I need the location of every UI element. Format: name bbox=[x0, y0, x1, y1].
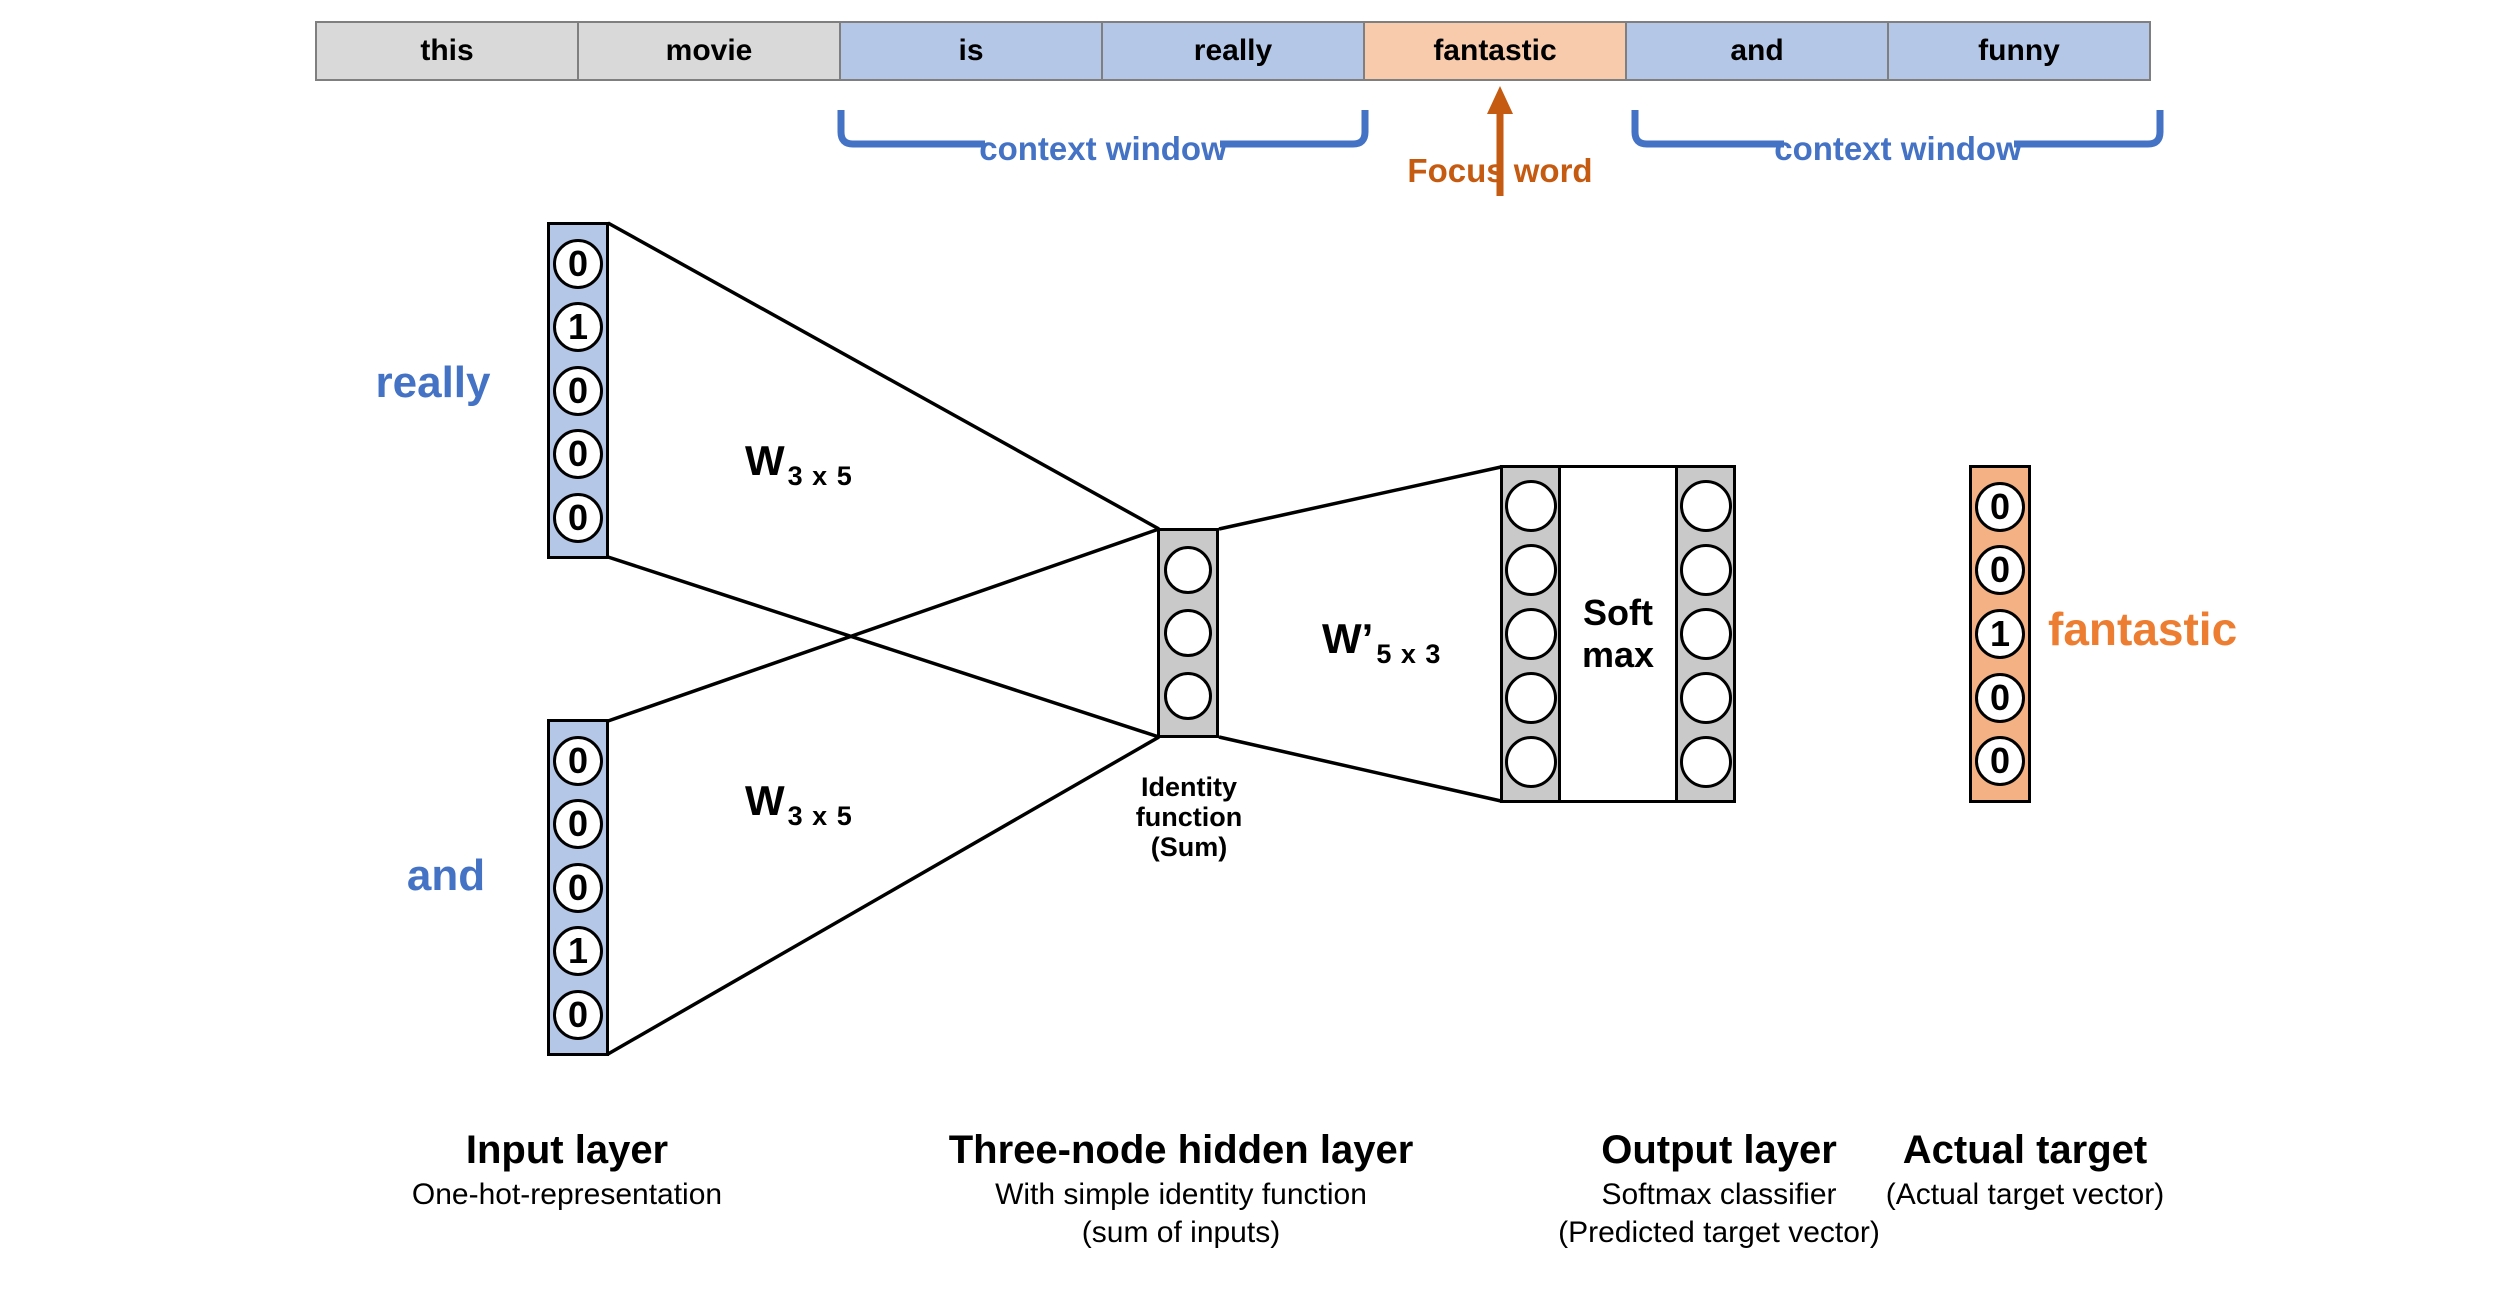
word-box-really: really bbox=[1101, 21, 1365, 81]
weight-subscript: 3 x 5 bbox=[787, 461, 853, 491]
target-cell: 1 bbox=[1975, 608, 2025, 659]
caption-title: Output layer bbox=[1601, 1128, 1837, 1172]
caption-title: Three-node hidden layer bbox=[948, 1128, 1414, 1172]
connection-line bbox=[607, 221, 1160, 531]
output-node bbox=[1504, 544, 1557, 596]
output-node bbox=[1679, 608, 1732, 660]
weight-symbol: W’ bbox=[1322, 615, 1374, 662]
word-box-movie: movie bbox=[577, 21, 841, 81]
target-word-label: fantastic bbox=[2048, 603, 2238, 655]
one-hot-cell: 0 bbox=[553, 862, 603, 913]
caption-subtitle: One-hot-representation bbox=[411, 1178, 723, 1211]
one-hot-cell: 0 bbox=[553, 429, 603, 479]
softmax-box: Soft max bbox=[1561, 468, 1675, 800]
connection-line bbox=[607, 527, 1160, 723]
input-word-label-really: really bbox=[375, 358, 491, 407]
word-box-this: this bbox=[315, 21, 579, 81]
softmax-label: Soft max bbox=[1582, 592, 1654, 676]
one-hot-cell: 0 bbox=[553, 238, 603, 289]
context-bracket-left-a bbox=[837, 110, 985, 148]
context-bracket-right-b bbox=[2014, 110, 2164, 148]
caption-input-layer: Input layer One-hot-representation bbox=[377, 1124, 757, 1214]
output-node bbox=[1679, 544, 1732, 596]
hidden-node bbox=[1164, 609, 1212, 657]
target-cell: 0 bbox=[1975, 481, 2025, 532]
input-vector-really: 0 1 0 0 0 bbox=[547, 222, 609, 559]
caption-subtitle: Softmax classifier bbox=[1601, 1178, 1837, 1211]
sentence-row: this movie is really fantastic and funny bbox=[315, 21, 2151, 81]
caption-hidden-layer: Three-node hidden layer With simple iden… bbox=[931, 1124, 1431, 1252]
weight-symbol: W bbox=[745, 437, 785, 484]
caption-output-layer: Output layer Softmax classifier (Predict… bbox=[1469, 1124, 1969, 1252]
softmax-label-line: Soft bbox=[1583, 592, 1653, 633]
caption-actual-target: Actual target (Actual target vector) bbox=[1835, 1124, 2215, 1214]
identity-function-label: Identity function (Sum) bbox=[1064, 772, 1314, 862]
output-column-post-softmax bbox=[1675, 468, 1733, 800]
target-cell: 0 bbox=[1975, 736, 2025, 787]
output-node bbox=[1679, 480, 1732, 532]
output-node bbox=[1504, 480, 1557, 532]
caption-subtitle: (sum of inputs) bbox=[1081, 1216, 1281, 1249]
caption-subtitle: (Predicted target vector) bbox=[1558, 1216, 1880, 1249]
caption-subtitle: (Actual target vector) bbox=[1885, 1178, 2165, 1211]
target-cell: 0 bbox=[1975, 545, 2025, 596]
one-hot-cell: 1 bbox=[553, 302, 603, 352]
output-node bbox=[1504, 736, 1557, 788]
target-vector: 0 0 1 0 0 bbox=[1969, 465, 2031, 803]
weight-label-w-prime: W’5 x 3 bbox=[1322, 615, 1441, 669]
word-box-funny: funny bbox=[1887, 21, 2151, 81]
input-vector-and: 0 0 0 1 0 bbox=[547, 719, 609, 1056]
caption-subtitle: With simple identity function bbox=[995, 1178, 1367, 1211]
context-window-label-left: context window bbox=[979, 130, 1227, 167]
word-box-fantastic: fantastic bbox=[1363, 21, 1627, 81]
identity-label-line: function bbox=[1135, 802, 1243, 832]
caption-title: Input layer bbox=[465, 1128, 669, 1172]
output-column-pre-softmax bbox=[1503, 468, 1561, 800]
weight-symbol: W bbox=[745, 777, 785, 824]
one-hot-cell: 0 bbox=[553, 365, 603, 416]
word-box-and: and bbox=[1625, 21, 1889, 81]
one-hot-cell: 0 bbox=[553, 492, 603, 543]
caption-title: Actual target bbox=[1902, 1128, 2148, 1172]
weight-subscript: 5 x 3 bbox=[1376, 639, 1442, 669]
context-bracket-left-b bbox=[1220, 110, 1369, 148]
context-bracket-right-a bbox=[1631, 110, 1784, 148]
one-hot-cell: 0 bbox=[553, 735, 603, 786]
hidden-node bbox=[1164, 546, 1212, 594]
output-node bbox=[1679, 672, 1732, 724]
connection-line bbox=[1218, 735, 1502, 803]
softmax-label-line: max bbox=[1581, 634, 1655, 675]
connection-line bbox=[607, 735, 1160, 1056]
identity-label-line: Identity bbox=[1140, 772, 1237, 802]
output-layer-block: Soft max bbox=[1500, 465, 1736, 803]
weight-subscript: 3 x 5 bbox=[787, 801, 853, 831]
focus-word-label: Focus word bbox=[1407, 152, 1593, 189]
connection-line bbox=[607, 555, 1160, 739]
input-word-label-and: and bbox=[406, 851, 486, 900]
connection-line bbox=[1218, 465, 1502, 531]
hidden-node bbox=[1164, 672, 1212, 720]
output-node bbox=[1504, 608, 1557, 660]
focus-word-arrowhead bbox=[1487, 86, 1513, 114]
one-hot-cell: 0 bbox=[553, 989, 603, 1040]
context-window-label-right: context window bbox=[1774, 130, 2022, 167]
one-hot-cell: 0 bbox=[553, 799, 603, 849]
hidden-layer bbox=[1157, 528, 1219, 738]
one-hot-cell: 1 bbox=[553, 926, 603, 976]
output-node bbox=[1679, 736, 1732, 788]
word-box-is: is bbox=[839, 21, 1103, 81]
identity-label-line: (Sum) bbox=[1150, 832, 1228, 862]
output-node bbox=[1504, 672, 1557, 724]
target-cell: 0 bbox=[1975, 672, 2025, 723]
